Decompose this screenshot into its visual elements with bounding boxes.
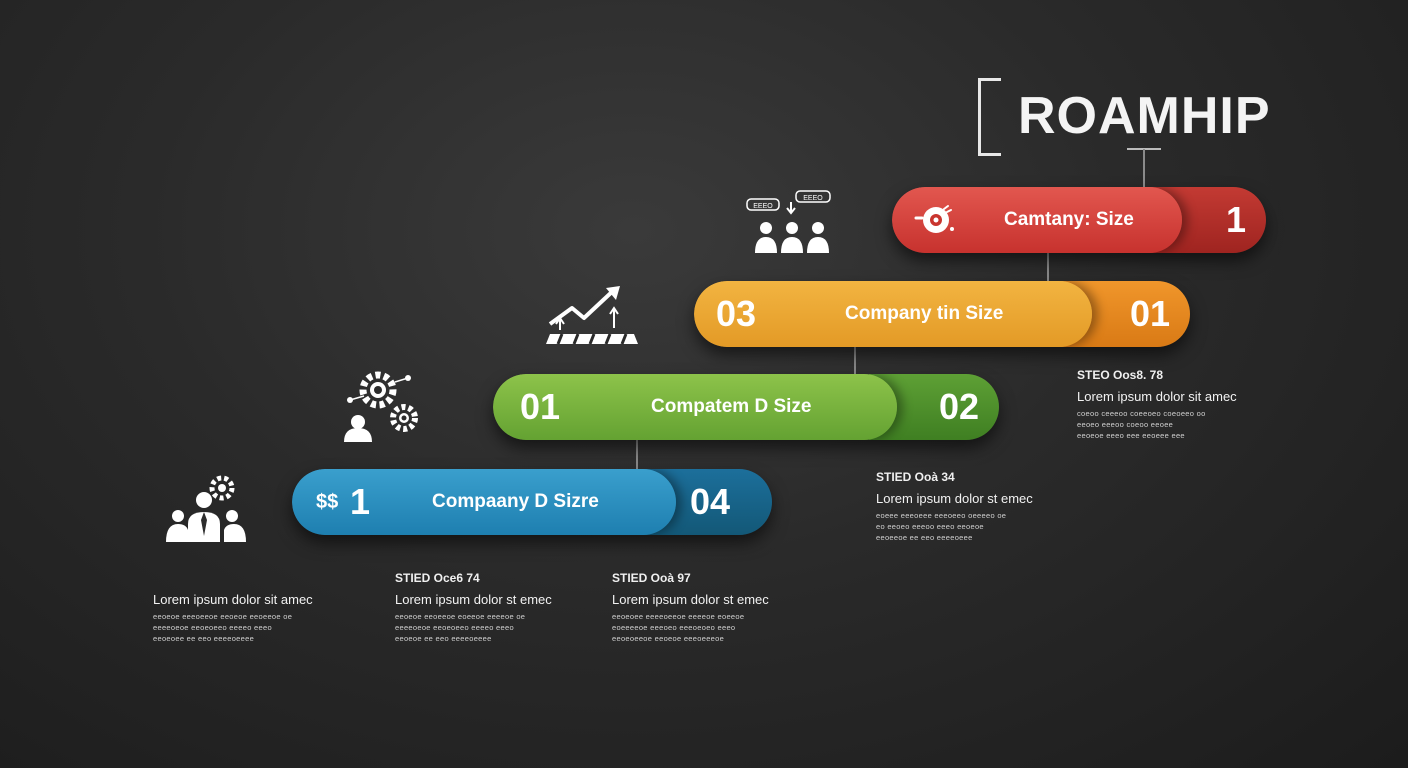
stage-lead: Lorem ipsum dolor st emec — [395, 592, 552, 607]
stage-line: eeoeoe eeeo eee eeoeee eee — [1077, 431, 1185, 440]
roadmap-title-block: ROAMHIP — [978, 78, 1288, 156]
connector-red-orange — [1047, 252, 1049, 282]
bar-number-right: 01 — [1129, 293, 1170, 334]
connector-title-red — [1143, 149, 1145, 189]
stage-line: eeoeoee ee eeo eeeeoeeee — [153, 634, 255, 643]
bar-prefix: $$ — [316, 491, 339, 513]
bar-number-right: 1 — [1225, 199, 1246, 240]
roadmap-bar-3: 01 Compatem D Size 02 — [493, 374, 999, 440]
stage-line: eeoeeoe ee eeo eeeeoeee — [876, 533, 973, 542]
growth-chart-icon — [546, 286, 638, 345]
stage-line: eeoeo eeeoo coeoo eeoee — [1077, 420, 1174, 429]
stage-description-2: STIED Ooà 34 Lorem ipsum dolor st emec e… — [876, 470, 1056, 543]
stage-lead: Lorem ipsum dolor sit amec — [1077, 389, 1237, 404]
team-discussion-icon: EEEO EEEO — [746, 190, 831, 253]
stage-line: eeeeoeoe eeoeoeeo eeeeo eeeo — [153, 623, 272, 632]
stage-description-1: STEO Oos8. 78 Lorem ipsum dolor sit amec… — [1077, 368, 1257, 441]
stage-lead: Lorem ipsum dolor sit amec — [153, 592, 313, 607]
bar-number-right: 04 — [689, 481, 730, 522]
stage-description-4: STIED Oce6 74 Lorem ipsum dolor st emec … — [395, 571, 575, 644]
stage-description-3: STIED Ooà 97 Lorem ipsum dolor st emec e… — [612, 571, 792, 644]
stage-lead: Lorem ipsum dolor st emec — [876, 491, 1033, 506]
stage-title: STIED Ooà 34 — [876, 470, 955, 484]
stage-line: eoeee eeeoeee eeeoeeo oeeeeo oe — [876, 511, 1007, 520]
bar-number-left: 01 — [520, 386, 561, 427]
roadmap-bar-1: Camtany: Size 1 — [892, 187, 1266, 253]
stage-title: STEO Oos8. 78 — [1077, 368, 1164, 382]
bar-label: Company tin Size — [845, 303, 1004, 324]
stage-line: eeoeoe ee eeo eeeeoeeee — [395, 634, 492, 643]
stage-description-5: Lorem ipsum dolor sit amec eeoeoe eeeoee… — [153, 571, 333, 644]
stage-line: eeoeoe eeeoeeoe eeoeoe eeoeeoe oe — [153, 612, 293, 621]
stage-title: STIED Ooà 97 — [612, 571, 691, 585]
bar-number-right: 02 — [938, 386, 979, 427]
stage-line: eoeeeeoe eeeoeo eeeoeoeo eeeo — [612, 623, 736, 632]
bar-main-segment — [292, 469, 676, 535]
bar-main-segment — [694, 281, 1092, 347]
bar-main-segment — [493, 374, 897, 440]
stage-title: STIED Oce6 74 — [395, 571, 480, 585]
roadmap-bar-2: 03 Company tin Size 01 — [694, 281, 1190, 347]
roadmap-bar-4: $$ 1 Compaany D Sizre 04 — [292, 469, 772, 535]
speech-bubble-text: EEEO — [803, 195, 823, 202]
stage-line: eeoeoe eeoeeoe eoeeoe eeeeoe oe — [395, 612, 526, 621]
bar-label: Camtany: Size — [1004, 209, 1134, 230]
stage-title — [153, 571, 333, 585]
stage-lead: Lorem ipsum dolor st emec — [612, 592, 769, 607]
stage-line: eo eeoeo eeeoo eeeo eeoeoe — [876, 522, 984, 531]
stage-line: eeeeoeoe eeoeoeeo eeeeo eeeo — [395, 623, 514, 632]
title-bracket — [978, 78, 1001, 156]
target-icon — [914, 205, 954, 233]
page-title: ROAMHIP — [1018, 87, 1271, 145]
connector-orange-green — [854, 346, 856, 376]
stage-line: eeoeoeeoe eeoeoe eeeoeeeoe — [612, 634, 725, 643]
connector-green-blue — [636, 440, 638, 470]
stage-line: coeoo ceeeoo coeeoeo coeoeeo oo — [1077, 409, 1206, 418]
bar-label: Compaany D Sizre — [432, 491, 599, 512]
speech-bubble-text: EEEO — [753, 203, 773, 210]
bar-number-left: 1 — [350, 481, 371, 522]
stage-line: eeoeoee eeeeoeeoe eeeeoe eoeeoe — [612, 612, 745, 621]
bar-label: Compatem D Size — [651, 396, 812, 417]
leader-gear-icon — [166, 475, 246, 542]
bar-number-left: 03 — [716, 293, 757, 334]
gears-team-icon — [344, 371, 418, 442]
